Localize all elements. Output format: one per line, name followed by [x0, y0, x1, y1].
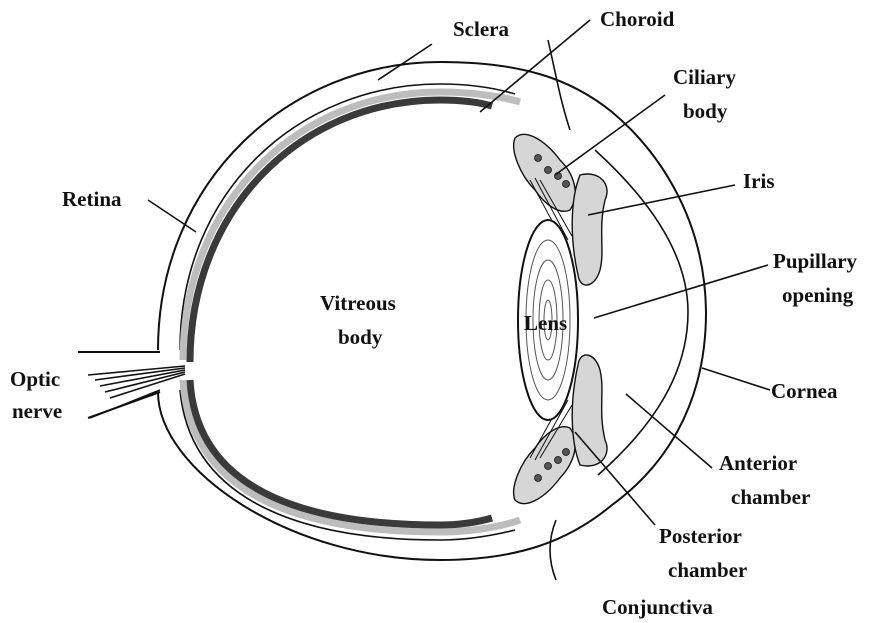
leader-optic-nerve	[90, 390, 160, 418]
label-ciliary-body-line2: body	[683, 99, 728, 123]
label-optic-nerve: Optic nerve	[10, 367, 65, 423]
label-iris: Iris	[743, 169, 775, 193]
label-posterior-chamber-line1: Posterior	[659, 524, 741, 548]
label-anterior-chamber: Anterior chamber	[719, 451, 810, 509]
label-posterior-chamber-line2: chamber	[668, 558, 747, 582]
label-pupillary-opening: Pupillary opening	[773, 249, 862, 307]
label-conjunctiva: Conjunctiva	[602, 595, 713, 619]
label-retina: Retina	[62, 187, 122, 211]
label-vitreous-body-line1: Vitreous	[320, 291, 396, 315]
label-optic-nerve-line1: Optic	[10, 367, 60, 391]
label-optic-nerve-line2: nerve	[12, 399, 62, 423]
label-posterior-chamber: Posterior chamber	[659, 524, 747, 582]
label-lens: Lens	[524, 311, 567, 335]
leader-cornea	[702, 368, 770, 390]
label-ciliary-body-line1: Ciliary	[673, 65, 736, 89]
label-vitreous-body-line2: body	[338, 325, 383, 349]
label-pupillary-opening-line1: Pupillary	[773, 249, 858, 273]
label-choroid: Choroid	[600, 7, 675, 31]
label-anterior-chamber-line1: Anterior	[719, 451, 797, 475]
label-pupillary-opening-line2: opening	[782, 283, 854, 307]
label-ciliary-body: Ciliary body	[673, 65, 741, 123]
label-anterior-chamber-line2: chamber	[731, 485, 810, 509]
label-cornea: Cornea	[771, 379, 838, 403]
label-sclera: Sclera	[453, 17, 509, 41]
